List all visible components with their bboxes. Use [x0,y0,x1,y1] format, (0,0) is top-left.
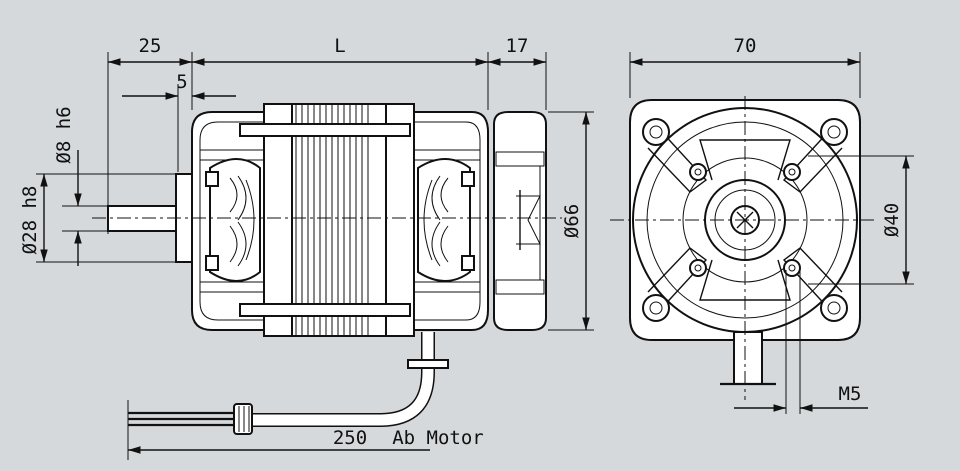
winding-left [209,158,261,282]
front-dimensions [629,52,914,414]
dim-25: 25 [139,35,162,57]
winding-right [417,158,471,282]
mounting-holes [642,118,848,322]
label-ab-motor: Ab Motor [392,427,484,449]
dim-phi28-h8: Ø28 h8 [19,186,41,255]
dim-5: 5 [176,71,187,93]
dim-250: 250 [333,427,367,449]
power-cable [128,332,449,435]
stator-laminations [295,104,369,336]
dim-phi40: Ø40 [881,203,903,237]
side-view: 25 L 17 5 Ø8 h6 Ø28 h8 Ø66 250 Ab Motor [19,35,594,460]
front-view: 70 Ø40 M5 [610,35,914,414]
dim-m5: M5 [839,383,862,405]
dim-17: 17 [506,35,529,57]
dim-L: L [334,35,345,57]
dim-phi66: Ø66 [561,204,583,238]
dim-70: 70 [734,35,757,57]
side-dimensions [36,52,594,460]
dim-phi8-h6: Ø8 h6 [53,106,75,163]
front-shaft-stub [733,331,763,385]
